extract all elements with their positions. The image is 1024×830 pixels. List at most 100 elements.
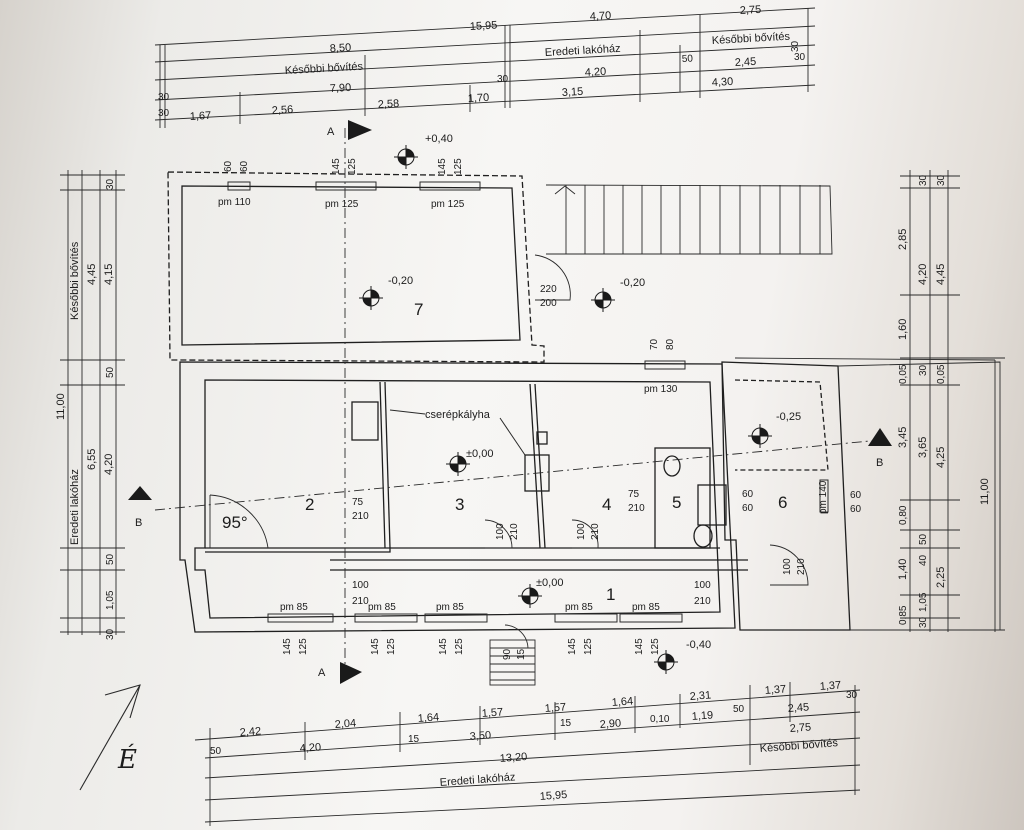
window-bot-3-pm: pm 85 xyxy=(436,602,464,613)
dim-bot-137b: 1,37 xyxy=(819,679,841,693)
dim-left-50: 50 xyxy=(105,366,116,378)
dim-top-245: 2,45 xyxy=(734,56,756,69)
dim-bot-204: 2,04 xyxy=(334,717,356,731)
stairs-bottom xyxy=(489,639,536,686)
dim-top-50: 50 xyxy=(682,53,694,65)
window-bot-2-pm: pm 85 xyxy=(368,602,396,613)
section-b-left-marker xyxy=(128,486,152,500)
dim-bot-010: 0,10 xyxy=(650,714,670,725)
door-1b-h: 210 xyxy=(694,596,711,607)
dim-right-225: 2,25 xyxy=(935,567,947,588)
door-2-w: 75 xyxy=(352,497,364,508)
left-dimension-text: 11,00 Eredeti lakóház 6,55 Későbbi bővít… xyxy=(55,178,116,640)
dim-left-105: 1,05 xyxy=(105,590,116,610)
dim-bot-50: 50 xyxy=(210,746,222,757)
dim-right-160: 1,60 xyxy=(897,319,909,340)
level-marker-room6 xyxy=(748,424,772,448)
dim-top-mid: 4,70 xyxy=(589,10,611,23)
level-marker-top xyxy=(394,145,418,169)
door-6-h: 60 xyxy=(742,503,754,514)
dim-right-445: 4,45 xyxy=(935,264,947,285)
section-b-right-marker xyxy=(868,428,892,446)
dim-bot-350: 3,50 xyxy=(469,729,491,743)
door-2-h: 210 xyxy=(352,511,369,522)
door-1b-w: 100 xyxy=(694,580,711,591)
window-bot-4-pm: pm 85 xyxy=(565,602,593,613)
dim-bot-164a: 1,64 xyxy=(417,711,439,725)
dim-right-425: 4,25 xyxy=(935,447,947,468)
level-marker-outside-right xyxy=(591,288,615,312)
section-a-bottom-label: A xyxy=(318,667,326,679)
room-2-number: 2 xyxy=(305,495,314,514)
dim-right-c2-40: 40 xyxy=(918,554,929,566)
dim-top-30-mid: 30 xyxy=(497,74,509,85)
window-bot-1-h: 125 xyxy=(298,638,309,655)
dim-left-655: 6,55 xyxy=(86,449,98,470)
window-bot-2-w: 145 xyxy=(370,638,381,655)
room-3-number: 3 xyxy=(455,495,464,514)
dim-right-365: 3,65 xyxy=(917,437,929,458)
dim-top-30-end: 30 xyxy=(794,52,806,63)
label-top-later-ext-right: Későbbi bővítés xyxy=(711,31,790,47)
dim-bot-30: 30 xyxy=(846,690,858,701)
dim-top-30: 30 xyxy=(790,40,801,52)
dim-right-080: 0,80 xyxy=(898,505,909,525)
door-7-w: 220 xyxy=(540,284,557,295)
dim-right-420: 4,20 xyxy=(917,264,929,285)
window-bot-3-w: 145 xyxy=(438,638,449,655)
bottom-dimension-text: 2,42 2,04 1,64 1,57 1,57 1,64 2,31 1,37 … xyxy=(210,679,858,803)
dim-top-315: 3,15 xyxy=(561,86,583,99)
dim-right-c2-30b: 30 xyxy=(918,364,929,376)
stair-bottom-w: 90 xyxy=(502,648,513,660)
label-bot-original: Eredeti lakóház xyxy=(439,771,516,789)
label-left-original: Eredeti lakóház xyxy=(69,469,81,545)
section-a-bottom-marker xyxy=(340,662,362,684)
window-top-1-w: 60 xyxy=(223,160,234,172)
right-terrace xyxy=(837,361,1001,631)
dim-top-258: 2,58 xyxy=(377,98,399,111)
north-label: É xyxy=(117,743,137,775)
dim-top-850: 8,50 xyxy=(329,42,351,55)
stair-bottom-h: 15 xyxy=(516,648,527,660)
window-right-a: 60 xyxy=(850,490,862,501)
dim-bot-119: 1,19 xyxy=(691,709,713,723)
room-6-level: -0,25 xyxy=(776,411,801,423)
angle-label: 95° xyxy=(222,513,248,532)
window-bot-5-pm: pm 85 xyxy=(632,602,660,613)
window-labels: pm 110 60 60 pm 125 145 125 pm 125 145 1… xyxy=(218,158,862,655)
window-bot-3-h: 125 xyxy=(454,638,465,655)
section-markers xyxy=(128,120,892,684)
dim-bot-164b: 1,64 xyxy=(611,695,633,709)
door-3-w: 100 xyxy=(495,523,506,540)
dim-left-420: 4,20 xyxy=(103,454,115,475)
dim-top-256: 2,56 xyxy=(271,104,293,117)
label-top-later-ext: Későbbi bővítés xyxy=(284,61,363,77)
left-dimension-lines xyxy=(60,170,125,635)
level-marker-room1 xyxy=(518,584,542,608)
windows-top xyxy=(227,181,829,513)
dim-top-row4-30: 30 xyxy=(158,108,170,119)
dim-right-c3-30a: 30 xyxy=(936,174,947,186)
door-3-h: 210 xyxy=(509,523,520,540)
label-left-later-ext: Későbbi bővítés xyxy=(69,241,81,320)
window-top-2-h: 125 xyxy=(347,158,358,175)
dim-right-085: 0,85 xyxy=(898,605,909,625)
room-5-number: 5 xyxy=(672,493,681,512)
dim-left-total: 11,00 xyxy=(55,393,67,420)
door-4a-w: 100 xyxy=(576,523,587,540)
dim-bot-50b: 50 xyxy=(733,704,745,715)
window-right-pm: pm 140 xyxy=(818,480,829,514)
dim-bot-242: 2,42 xyxy=(239,725,261,739)
dim-bot-290: 2,90 xyxy=(599,717,621,731)
window-top-3-w: 145 xyxy=(437,158,448,175)
window-right-b: 60 xyxy=(850,504,862,515)
dim-left-415: 4,15 xyxy=(103,264,115,285)
level-marker-bottom xyxy=(654,650,678,674)
dim-top-790: 7,90 xyxy=(329,82,351,95)
level-outside-right: -0,20 xyxy=(620,277,645,289)
label-bot-later-ext: Későbbi bővítés xyxy=(759,737,838,755)
dim-left-50b: 50 xyxy=(105,553,116,565)
dim-top-170: 1,70 xyxy=(467,92,489,105)
window-bot-5-h: 125 xyxy=(650,638,661,655)
dim-right-c2-50: 50 xyxy=(918,533,929,545)
